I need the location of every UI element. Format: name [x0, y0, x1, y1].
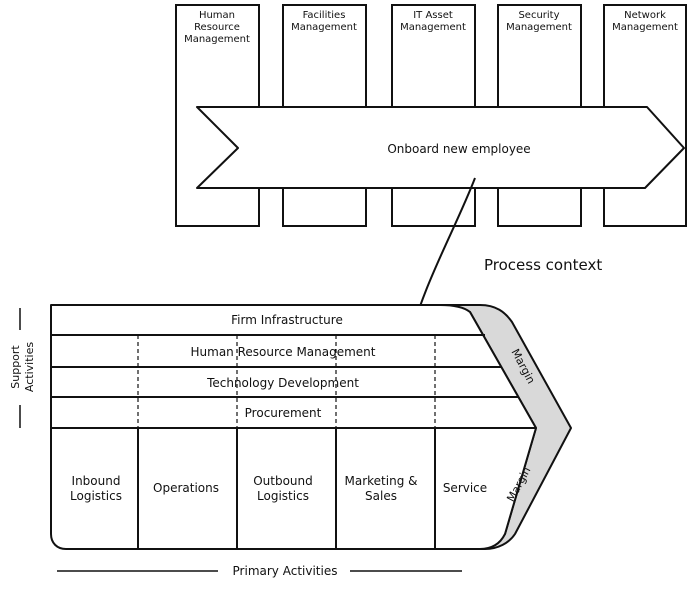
column-title-line: Management [506, 22, 572, 33]
primary-marketing-sales: Sales [365, 489, 397, 503]
column-title-line: Management [400, 22, 466, 33]
process-chevron: Onboard new employee [196, 106, 685, 189]
column-title-line: Resource [194, 22, 240, 33]
primary-marketing-sales: Marketing & [345, 474, 418, 488]
primary-label-text: Primary Activities [233, 564, 338, 578]
support-label-line: Activities [23, 342, 36, 392]
column-title-line: Human [199, 10, 235, 21]
primary-outbound-logistics: Outbound [253, 474, 313, 488]
support-row-firm-infrastructure: Firm Infrastructure [231, 313, 343, 327]
primary-operations: Operations [153, 481, 219, 495]
primary-outbound-logistics: Logistics [257, 489, 309, 503]
support-activities-label: Support Activities [9, 308, 36, 428]
column-title-line: Management [291, 22, 357, 33]
process-context-label: Process context [484, 256, 602, 274]
support-row-procurement: Procurement [245, 406, 322, 420]
column-title-line: Management [184, 34, 250, 45]
column-title-line: Facilities [303, 10, 346, 21]
column-title-line: Network [624, 10, 666, 21]
primary-inbound-logistics: Logistics [70, 489, 122, 503]
support-label-line: Support [9, 345, 22, 389]
primary-activities-label: Primary Activities [57, 564, 462, 578]
column-title-line: Security [518, 10, 559, 21]
primary-inbound-logistics: Inbound [72, 474, 121, 488]
primary-service: Service [443, 481, 487, 495]
support-row-technology-development: Technology Development [206, 376, 359, 390]
value-chain: Firm Infrastructure Human Resource Manag… [50, 304, 572, 550]
support-row-hr-management: Human Resource Management [191, 345, 376, 359]
process-label: Onboard new employee [387, 142, 530, 156]
column-title-line: Management [612, 22, 678, 33]
column-title-line: IT Asset [413, 10, 453, 21]
